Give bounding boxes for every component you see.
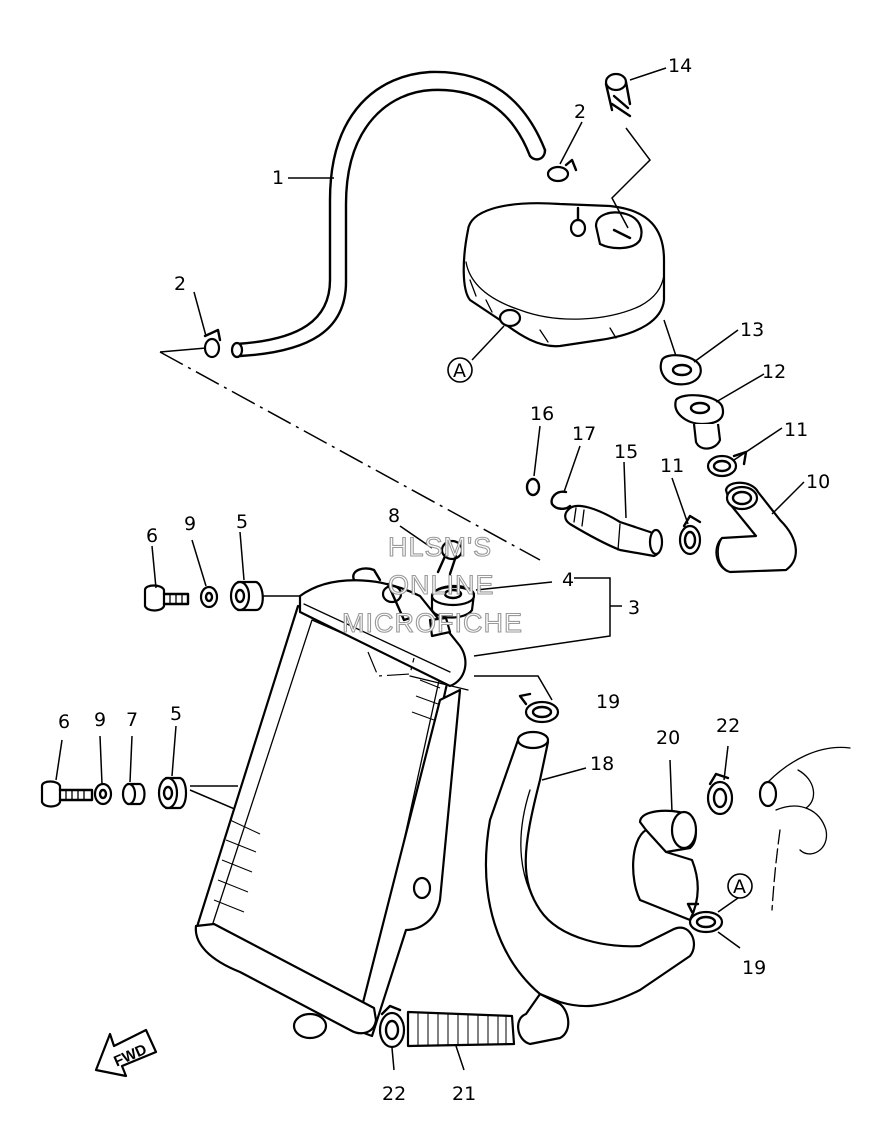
fwd-arrow-icon: FWD (94, 1028, 158, 1078)
overflow-hose-1 (230, 70, 547, 359)
callout-13: 13 (740, 319, 764, 341)
bent-hose-10 (715, 481, 797, 574)
reference-label-a: A (733, 876, 746, 898)
bolt-6-lower (40, 780, 94, 808)
collar-7 (121, 782, 146, 806)
watermark: HLSM'S ONLINE MICROFICHE (341, 531, 523, 638)
callout-22-right: 22 (716, 715, 740, 737)
callout-2-upper: 2 (574, 101, 586, 123)
callout-11-upper: 11 (784, 419, 808, 441)
reservoir-tank (462, 202, 666, 348)
callout-19-lower: 19 (742, 957, 766, 979)
callout-11-lower: 11 (660, 455, 684, 477)
callout-3: 3 (628, 597, 640, 619)
hose-clip-2-upper (546, 158, 578, 183)
callout-12: 12 (762, 361, 786, 383)
hose-15 (564, 504, 664, 558)
hose-clamp-19-lower (686, 902, 724, 934)
radiator-3 (194, 567, 469, 1040)
grommet-5-lower (157, 776, 188, 810)
corrugated-hose-21 (406, 1010, 516, 1048)
callout-7: 7 (126, 709, 138, 731)
bolt-14 (604, 72, 651, 229)
callout-8: 8 (388, 505, 400, 527)
hose-clamp-22-bottom (378, 1004, 406, 1049)
washer-9-upper (199, 585, 219, 609)
radiator-cap-4 (430, 584, 476, 619)
elbow-fitting-12 (674, 394, 725, 450)
callout-10: 10 (806, 471, 830, 493)
watermark-line-3: MICROFICHE (342, 608, 523, 638)
callout-5-upper: 5 (236, 511, 248, 533)
callout-16: 16 (530, 403, 554, 425)
callout-1: 1 (272, 167, 284, 189)
reference-mark-a-hose: A (727, 873, 753, 899)
hose-clip-2-lower (203, 328, 222, 359)
callout-2-lower: 2 (174, 273, 186, 295)
callout-9-upper: 9 (184, 513, 196, 535)
watermark-line-1: HLSM'S (388, 532, 492, 562)
bolt-6-upper (143, 584, 190, 612)
callout-20: 20 (656, 727, 680, 749)
callout-5-lower: 5 (170, 703, 182, 725)
circlip-17 (550, 490, 572, 510)
engine-outlet-pipe (758, 746, 851, 911)
callout-labels: 1 2 2 3 4 5 5 6 6 7 8 9 9 10 11 11 12 13… (58, 55, 830, 1105)
watermark-line-2: ONLINE (388, 570, 495, 600)
callout-15: 15 (614, 441, 638, 463)
reference-label-a: A (453, 360, 466, 382)
washer-9-lower (93, 782, 113, 806)
o-ring-16 (525, 477, 541, 497)
callout-17: 17 (572, 423, 596, 445)
callout-6-lower: 6 (58, 711, 70, 733)
callout-22-bottom: 22 (382, 1083, 406, 1105)
callout-19-upper: 19 (596, 691, 620, 713)
callout-18: 18 (590, 753, 614, 775)
reference-mark-a-tank: A (447, 357, 473, 383)
callout-9-lower: 9 (94, 709, 106, 731)
grommet-5-upper (229, 580, 264, 612)
gasket-13 (659, 319, 702, 386)
callout-14: 14 (668, 55, 692, 77)
leader-lines (55, 67, 805, 1071)
callout-4: 4 (562, 569, 574, 591)
hose-clamp-19-upper (474, 675, 560, 724)
callout-6-upper: 6 (146, 525, 158, 547)
hose-clamp-22-right (706, 772, 734, 816)
hose-clamp-11-lower (678, 514, 702, 556)
screw-8 (436, 539, 464, 576)
callout-21: 21 (452, 1083, 476, 1105)
hose-20 (632, 809, 699, 922)
radiator-hose-18 (484, 730, 696, 1046)
